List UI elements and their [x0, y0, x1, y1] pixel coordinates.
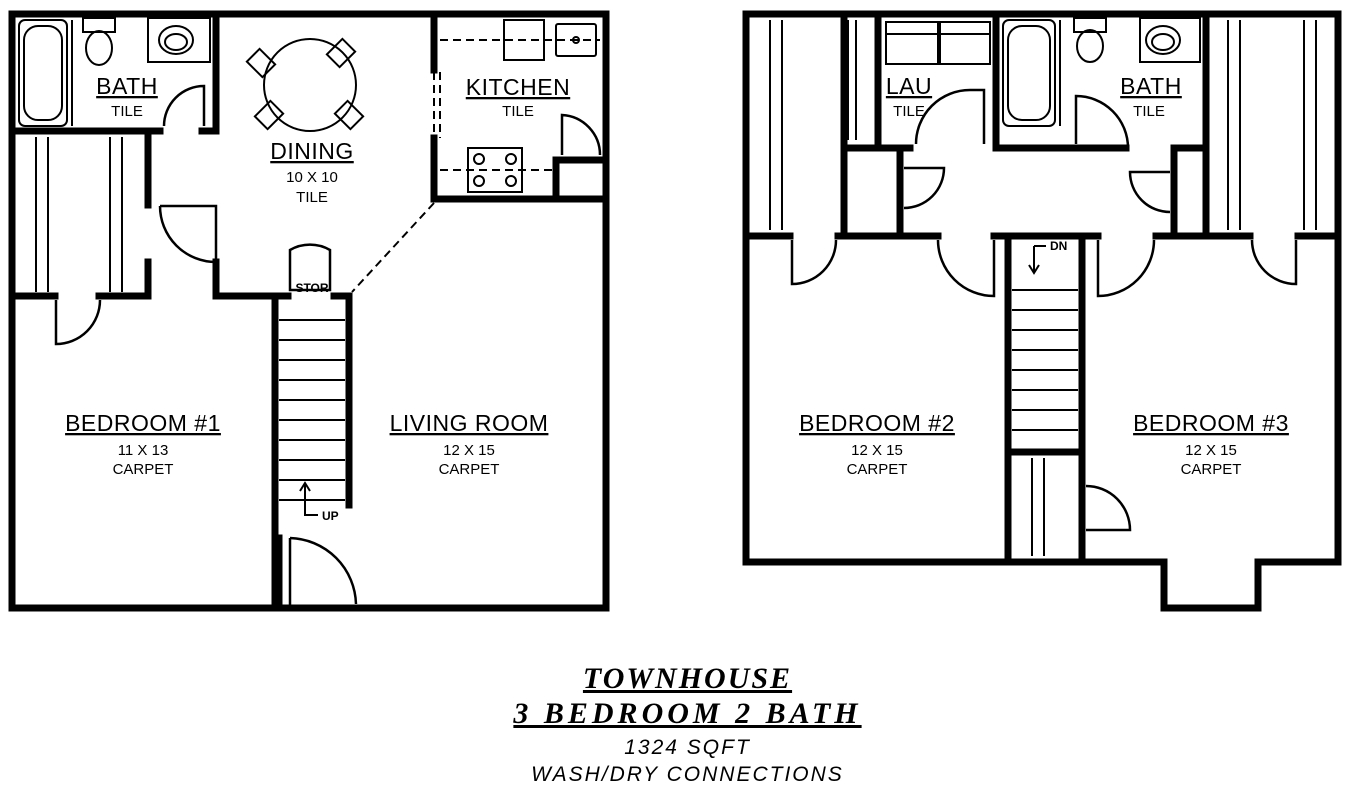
- laundry-name: LAU: [886, 73, 932, 99]
- sink-icon: [1145, 25, 1181, 55]
- caption-layout: 3 BEDROOM 2 BATH: [513, 697, 862, 730]
- bedroom2-name: BEDROOM #2: [799, 410, 955, 436]
- bath2-name: BATH: [1120, 73, 1182, 99]
- second-floor-plan: LAU TILE BATH TILE BEDROOM #2 12 X 15 CA…: [742, 10, 1342, 612]
- toilet-tank: [82, 17, 116, 33]
- caption-connections: WASH/DRY CONNECTIONS: [531, 763, 844, 786]
- wall-laundry-right: [992, 10, 1130, 152]
- kitchen-cabinet: [503, 19, 545, 61]
- linen-door: [903, 166, 946, 210]
- pantry-door: [560, 113, 602, 156]
- bathtub-basin: [23, 25, 63, 121]
- up-arrow-leader: [304, 500, 318, 516]
- bedroom2-finish: CARPET: [847, 461, 908, 478]
- sink-drain: [572, 36, 580, 44]
- laundry-door: [914, 88, 986, 145]
- caption-type: TOWNHOUSE: [582, 662, 793, 695]
- bath2-finish: TILE: [1133, 103, 1165, 120]
- wall-bedroom1-top-right: [95, 258, 152, 300]
- bedroom2-size: 12 X 15: [851, 442, 903, 459]
- down-label: DN: [1050, 239, 1067, 253]
- bedroom1-name: BEDROOM #1: [65, 410, 221, 436]
- bedroom3-name: BEDROOM #3: [1133, 410, 1289, 436]
- wall-dining-bottom-left: [212, 258, 279, 300]
- entry-door: [288, 536, 358, 608]
- kitchen-finish: TILE: [502, 103, 534, 120]
- kitchen-name: KITCHEN: [466, 74, 570, 100]
- bedroom1-door: [158, 204, 218, 264]
- dining-name: DINING: [270, 138, 354, 164]
- dryer-icon: [939, 21, 991, 65]
- second-floor-exterior-wall: [742, 10, 1342, 612]
- dining-table-icon: [245, 37, 365, 132]
- closet-door: [54, 299, 102, 346]
- bathtub-icon: [1002, 19, 1056, 127]
- dining-finish: TILE: [296, 189, 328, 206]
- bath-door: [162, 84, 206, 127]
- caption-area: 1324 SQFT: [624, 736, 751, 759]
- floor-plan: BATH TILE DINING 10 X 10 TILE KITCHEN TI…: [8, 10, 1342, 612]
- toilet-icon: [1076, 29, 1104, 63]
- bedroom1-finish: CARPET: [113, 461, 174, 478]
- toilet-tank: [1073, 17, 1107, 33]
- bedroom1-size: 11 X 13: [118, 442, 169, 459]
- kitchen-sink: [555, 23, 597, 57]
- down-arrow-icon: [1028, 246, 1040, 275]
- bedroom3-size: 12 X 15: [1185, 442, 1237, 459]
- wall-bath-right: [198, 10, 220, 135]
- vanity: [147, 17, 211, 63]
- sink-icon: [158, 25, 194, 55]
- living-finish: CARPET: [439, 461, 500, 478]
- storage-door: [288, 243, 332, 292]
- bedroom3-finish: CARPET: [1181, 461, 1242, 478]
- laundry-finish: TILE: [893, 103, 925, 120]
- living-name: LIVING ROOM: [390, 410, 549, 436]
- stair-treads-first-floor: [279, 319, 345, 501]
- up-arrow-icon: [299, 481, 311, 500]
- wall-kitchen-bottom: [430, 134, 610, 203]
- bath1-finish: TILE: [111, 103, 143, 120]
- toilet-icon: [85, 30, 113, 66]
- first-floor-plan: BATH TILE DINING 10 X 10 TILE KITCHEN TI…: [8, 10, 610, 612]
- linen2-door: [1128, 170, 1171, 214]
- vanity: [1139, 17, 1201, 63]
- bath2-door: [1074, 94, 1130, 149]
- wall-bath2-right: [1176, 10, 1210, 152]
- stair-treads-second-floor: [1012, 289, 1078, 431]
- bedroom2-closet-door: [790, 239, 838, 286]
- wall-laundry-left: [840, 10, 882, 152]
- up-label: UP: [322, 509, 339, 523]
- living-opening: [351, 202, 435, 293]
- storage-label: STOR: [295, 281, 328, 295]
- bath1-name: BATH: [96, 73, 158, 99]
- first-floor-exterior-wall: [8, 10, 610, 612]
- bathtub-icon: [18, 19, 68, 127]
- bedroom3-closet-door: [1250, 239, 1298, 286]
- living-size: 12 X 15: [443, 442, 495, 459]
- bedroom3-door: [1096, 239, 1156, 298]
- dining-size: 10 X 10: [286, 169, 338, 186]
- stove-icon: [467, 147, 523, 193]
- washer-icon: [885, 21, 939, 65]
- bedroom2-door: [936, 239, 996, 298]
- closet3-door: [1085, 484, 1132, 532]
